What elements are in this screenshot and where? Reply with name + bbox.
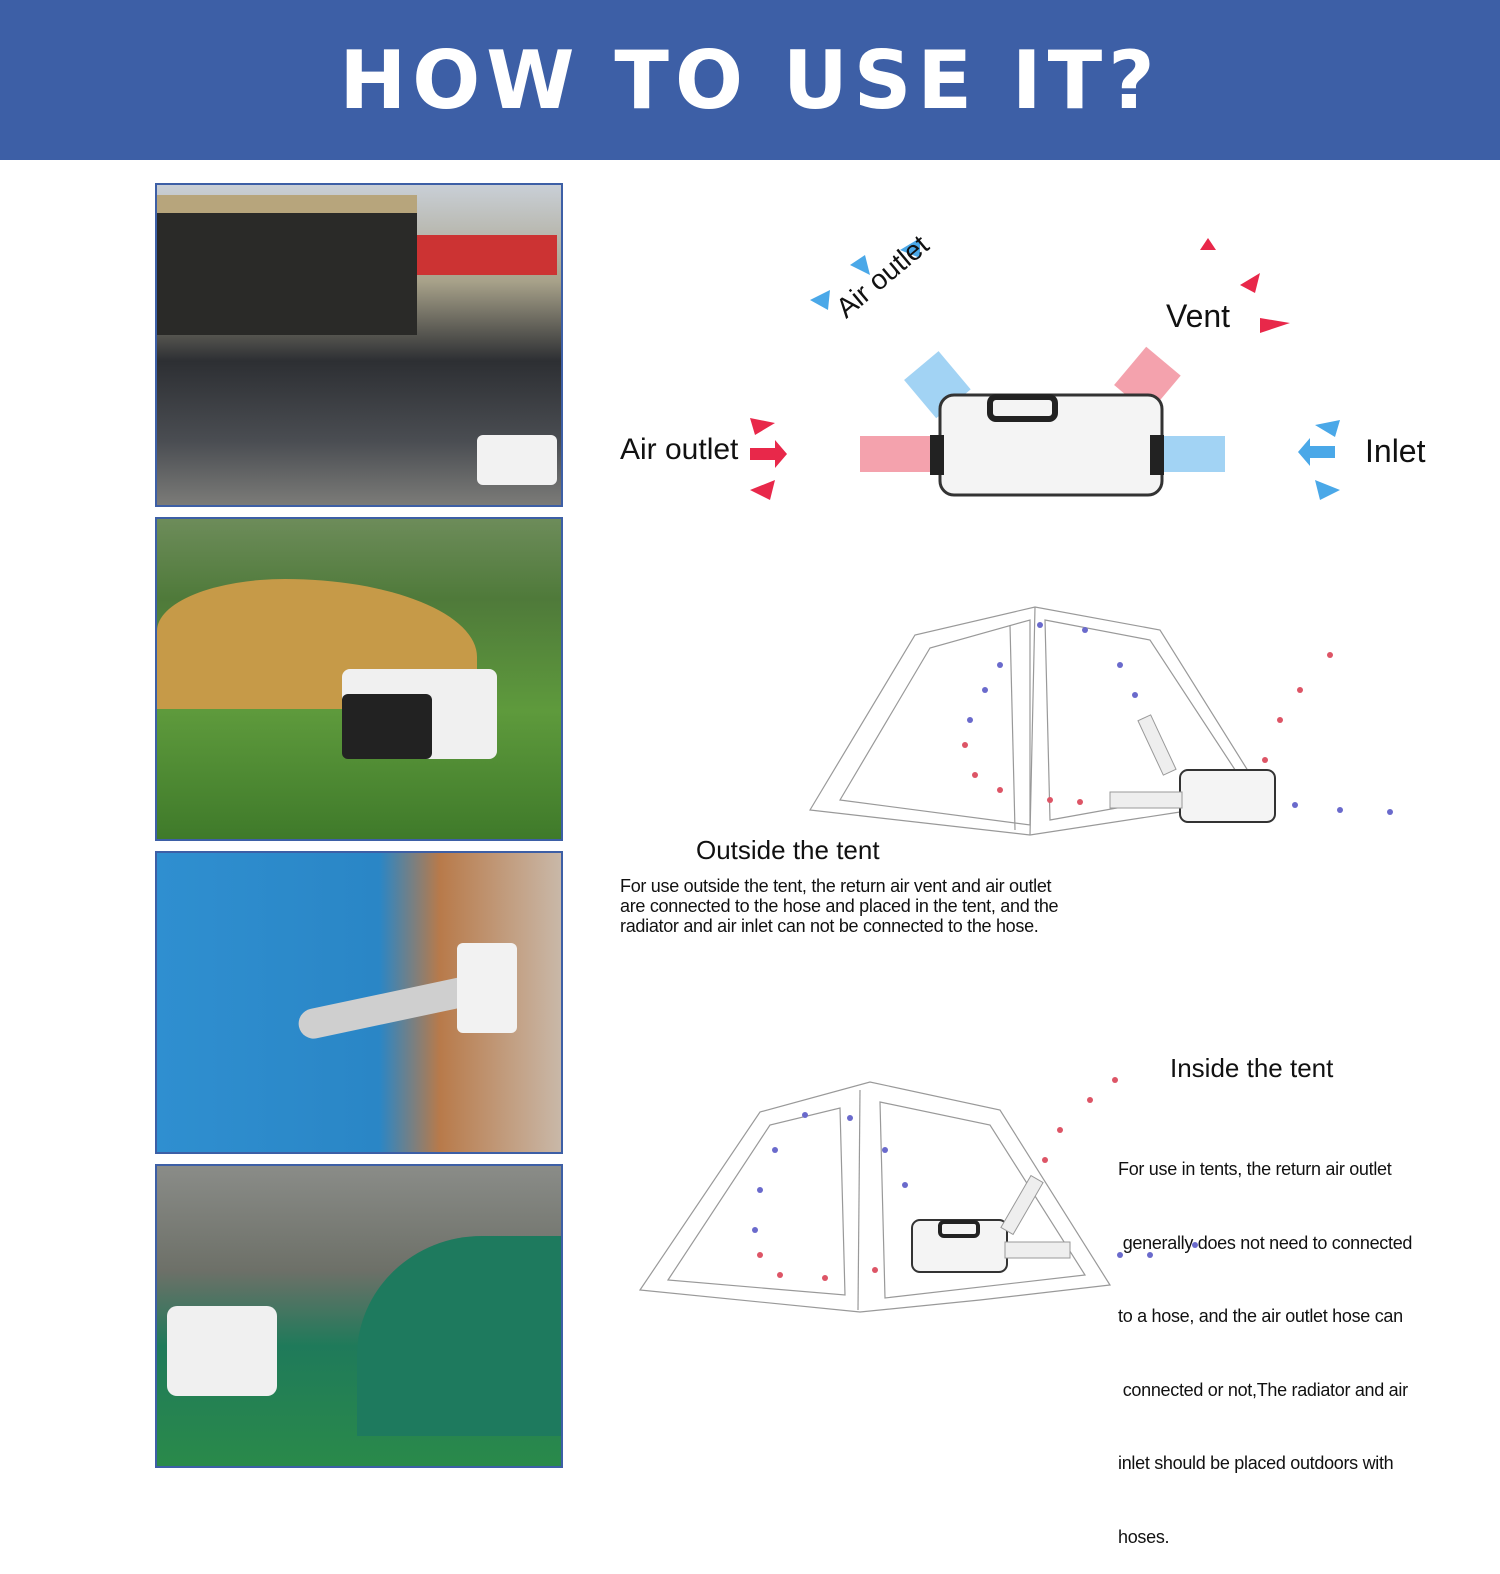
hot-air-flow-left xyxy=(860,436,940,472)
label-inlet: Inlet xyxy=(1365,433,1426,469)
air-outlet-arrows xyxy=(810,238,920,310)
inside-title: Inside the tent xyxy=(1170,1053,1334,1083)
header-banner: HOW TO USE IT? xyxy=(0,0,1500,160)
outside-title: Outside the tent xyxy=(696,835,880,865)
page-title: HOW TO USE IT? xyxy=(339,33,1161,127)
inside-tent-drawing xyxy=(638,1081,1112,1313)
label-air-outlet-left: Air outlet xyxy=(620,433,739,466)
photo-blue-tent xyxy=(155,851,563,1154)
outside-airflow-dots xyxy=(962,622,1393,815)
cold-air-flow-right xyxy=(1160,436,1225,472)
photo-camping-tent xyxy=(155,517,563,841)
air-outlet-left-arrows xyxy=(750,418,787,500)
ac-unit xyxy=(938,393,1164,497)
vent-arrows xyxy=(1200,238,1290,333)
inlet-arrows xyxy=(1298,420,1340,500)
photo-rooftop-tent xyxy=(155,183,563,507)
photo-green-tent xyxy=(155,1164,563,1468)
outside-description: For use outside the tent, the return air… xyxy=(620,876,1059,936)
outside-unit xyxy=(1109,714,1276,823)
ac-unit-diagram xyxy=(750,238,1340,500)
ac-unit-handle xyxy=(987,394,1058,422)
inside-airflow-dots xyxy=(752,1077,1198,1281)
diagrams xyxy=(638,238,1393,1313)
label-vent: Vent xyxy=(1166,298,1231,334)
inside-description: For use in tents, the return air outlet … xyxy=(1118,1159,1413,1547)
inside-unit xyxy=(911,1174,1071,1273)
